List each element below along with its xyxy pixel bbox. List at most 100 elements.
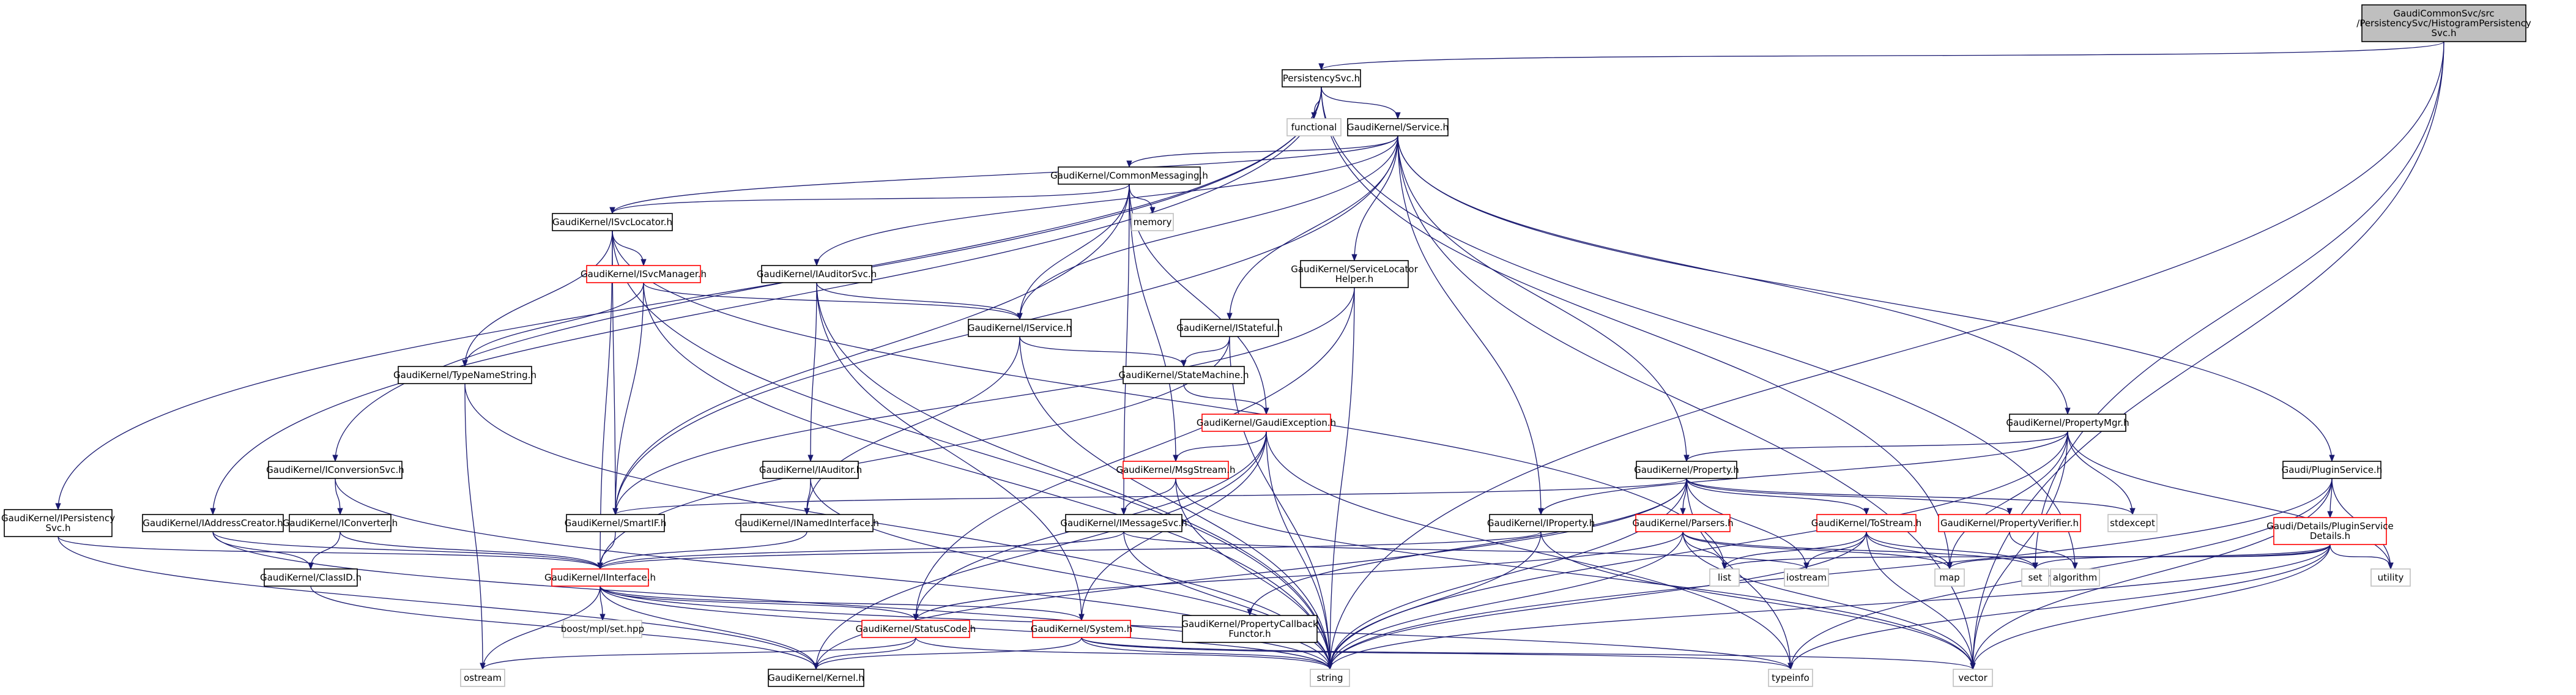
edge-smartif-to-iinterface (597, 531, 616, 570)
node-label: map (1939, 572, 1959, 583)
edge-iproperty-to-string (1327, 531, 1542, 671)
node-label: GaudiKernel/ISvcManager.h (581, 269, 707, 280)
edge-tostream-to-string (1327, 531, 1867, 671)
node-typenamestring[interactable]: GaudiKernel/TypeNameString.h (393, 366, 536, 384)
node-label: Details.h (2310, 530, 2350, 541)
edge-isvclocator-to-string (612, 230, 1333, 671)
edge-iconverter-to-iinterface (340, 531, 603, 570)
node-functional: functional (1286, 118, 1342, 136)
node-imessagesvc[interactable]: GaudiKernel/IMessageSvc.h (1060, 514, 1187, 532)
node-gaudiexception[interactable]: GaudiKernel/GaudiException.h (1197, 414, 1336, 432)
node-utility: utility (2370, 568, 2411, 587)
node-property[interactable]: GaudiKernel/Property.h (1634, 461, 1739, 479)
node-box (1938, 514, 2081, 532)
node-box (1123, 366, 1245, 384)
node-isvclocator[interactable]: GaudiKernel/ISvcLocator.h (552, 213, 673, 231)
node-label: GaudiKernel/IAuditor.h (759, 464, 862, 475)
node-commonmessaging[interactable]: GaudiKernel/CommonMessaging.h (1050, 166, 1208, 185)
edge-servicelocatorhelper-to-statuscode (913, 287, 1355, 622)
edge-iconversionsvc-to-string (335, 478, 1333, 671)
edge-imessagesvc-to-string (1123, 531, 1333, 671)
node-label: set (2029, 572, 2043, 583)
node-iconverter[interactable]: GaudiKernel/IConverter.h (283, 514, 398, 532)
node-statemachine[interactable]: GaudiKernel/StateMachine.h (1119, 366, 1249, 384)
node-box (1300, 260, 1409, 288)
edge-iinterface-to-ostream (480, 585, 601, 671)
edge-system-to-vector (1081, 637, 1976, 671)
node-iservice[interactable]: GaudiKernel/IService.h (968, 319, 1072, 337)
node-iconversionsvc[interactable]: GaudiKernel/IConversionSvc.h (266, 461, 404, 479)
edge-parsers-to-string (1327, 531, 1683, 671)
edge-propertymgr-to-property (1683, 431, 2068, 463)
node-label: GaudiKernel/GaudiException.h (1197, 417, 1336, 428)
node-persistencysvc[interactable]: PersistencySvc.h (1282, 69, 1361, 87)
node-propertymgr[interactable]: GaudiKernel/PropertyMgr.h (2006, 414, 2129, 432)
node-label: GaudiKernel/CommonMessaging.h (1050, 170, 1208, 181)
node-tostream[interactable]: GaudiKernel/ToStream.h (1811, 514, 1922, 532)
node-propertyverifier[interactable]: GaudiKernel/PropertyVerifier.h (1938, 514, 2081, 532)
node-box (586, 265, 701, 283)
node-box (551, 568, 649, 587)
node-box (1180, 319, 1279, 337)
node-box (768, 669, 864, 687)
node-iinterface[interactable]: GaudiKernel/IInterface.h (544, 568, 656, 587)
node-iaddresscreator[interactable]: GaudiKernel/IAddressCreator.h (142, 514, 284, 532)
node-root[interactable]: GaudiCommonSvc/src/PersistencySvc/Histog… (2356, 4, 2531, 42)
node-msgstream[interactable]: GaudiKernel/MsgStream.h (1116, 461, 1236, 479)
node-kernel[interactable]: GaudiKernel/Kernel.h (768, 669, 864, 687)
node-parsers[interactable]: GaudiKernel/Parsers.h (1632, 514, 1734, 532)
node-label: GaudiKernel/StatusCode.h (856, 623, 976, 634)
node-boostmplset: boost/mpl/set.hpp (561, 620, 644, 638)
node-label: GaudiKernel/INamedInterface.h (735, 518, 879, 529)
node-ostream: ostream (460, 669, 505, 687)
edge-parsers-to-list (1682, 531, 1728, 570)
edge-ipersistencysvc-to-kernel (58, 536, 819, 671)
node-box (1636, 461, 1737, 479)
edge-persistencysvc-to-map (1321, 86, 1953, 570)
node-isvcmanager[interactable]: GaudiKernel/ISvcManager.h (581, 265, 707, 283)
node-statuscode[interactable]: GaudiKernel/StatusCode.h (856, 620, 976, 638)
node-iauditorsvc[interactable]: GaudiKernel/IAuditorSvc.h (757, 265, 877, 283)
node-inamedinterface[interactable]: GaudiKernel/INamedInterface.h (735, 514, 879, 532)
node-box (2021, 568, 2049, 587)
edge-service-to-iservice (1017, 135, 1398, 321)
edge-pluginservicedetails-to-utility (2329, 544, 2394, 570)
node-istateful[interactable]: GaudiKernel/IStateful.h (1176, 319, 1283, 337)
node-smartif[interactable]: GaudiKernel/SmartIF.h (565, 514, 666, 532)
edge-statemachine-to-gaudiexception (1183, 383, 1269, 415)
node-pluginservice[interactable]: Gaudi/PluginService.h (2282, 461, 2383, 479)
edge-isvclocator-to-typenamestring (462, 230, 613, 368)
node-box (142, 514, 284, 532)
edge-propertymgr-to-vector (1970, 431, 2068, 671)
node-box (968, 319, 1072, 337)
node-iproperty[interactable]: GaudiKernel/IProperty.h (1487, 514, 1595, 532)
node-label: boost/mpl/set.hpp (561, 623, 644, 634)
node-system[interactable]: GaudiKernel/System.h (1031, 620, 1132, 638)
edge-ipersistencysvc-to-iinterface (58, 536, 603, 570)
node-box (2107, 514, 2158, 532)
node-iauditor[interactable]: GaudiKernel/IAuditor.h (759, 461, 862, 479)
edge-property-to-iostream (1686, 478, 1810, 570)
node-label: PersistencySvc.h (1283, 73, 1360, 84)
node-box (1709, 568, 1740, 587)
edge-isvcmanager-to-smartif (612, 282, 644, 516)
edge-tostream-to-vector (1866, 531, 1976, 671)
node-classid[interactable]: GaudiKernel/ClassID.h (260, 568, 362, 587)
node-box (762, 461, 859, 479)
edge-commonmessaging-to-smartif (612, 184, 1130, 516)
edge-property-to-smartif (612, 478, 1687, 516)
edge-property-to-propertycallbackfunctor (1247, 478, 1687, 617)
node-box (1768, 669, 1813, 687)
edge-persistencysvc-to-service (1321, 86, 1401, 120)
edge-statuscode-to-string (915, 637, 1333, 671)
node-label: GaudiKernel/ISvcLocator.h (552, 217, 672, 228)
node-box (2273, 517, 2387, 545)
node-label: GaudiKernel/MsgStream.h (1116, 464, 1235, 475)
node-map: map (1934, 568, 1965, 587)
node-service[interactable]: GaudiKernel/Service.h (1347, 118, 1449, 136)
node-label: string (1316, 672, 1343, 683)
